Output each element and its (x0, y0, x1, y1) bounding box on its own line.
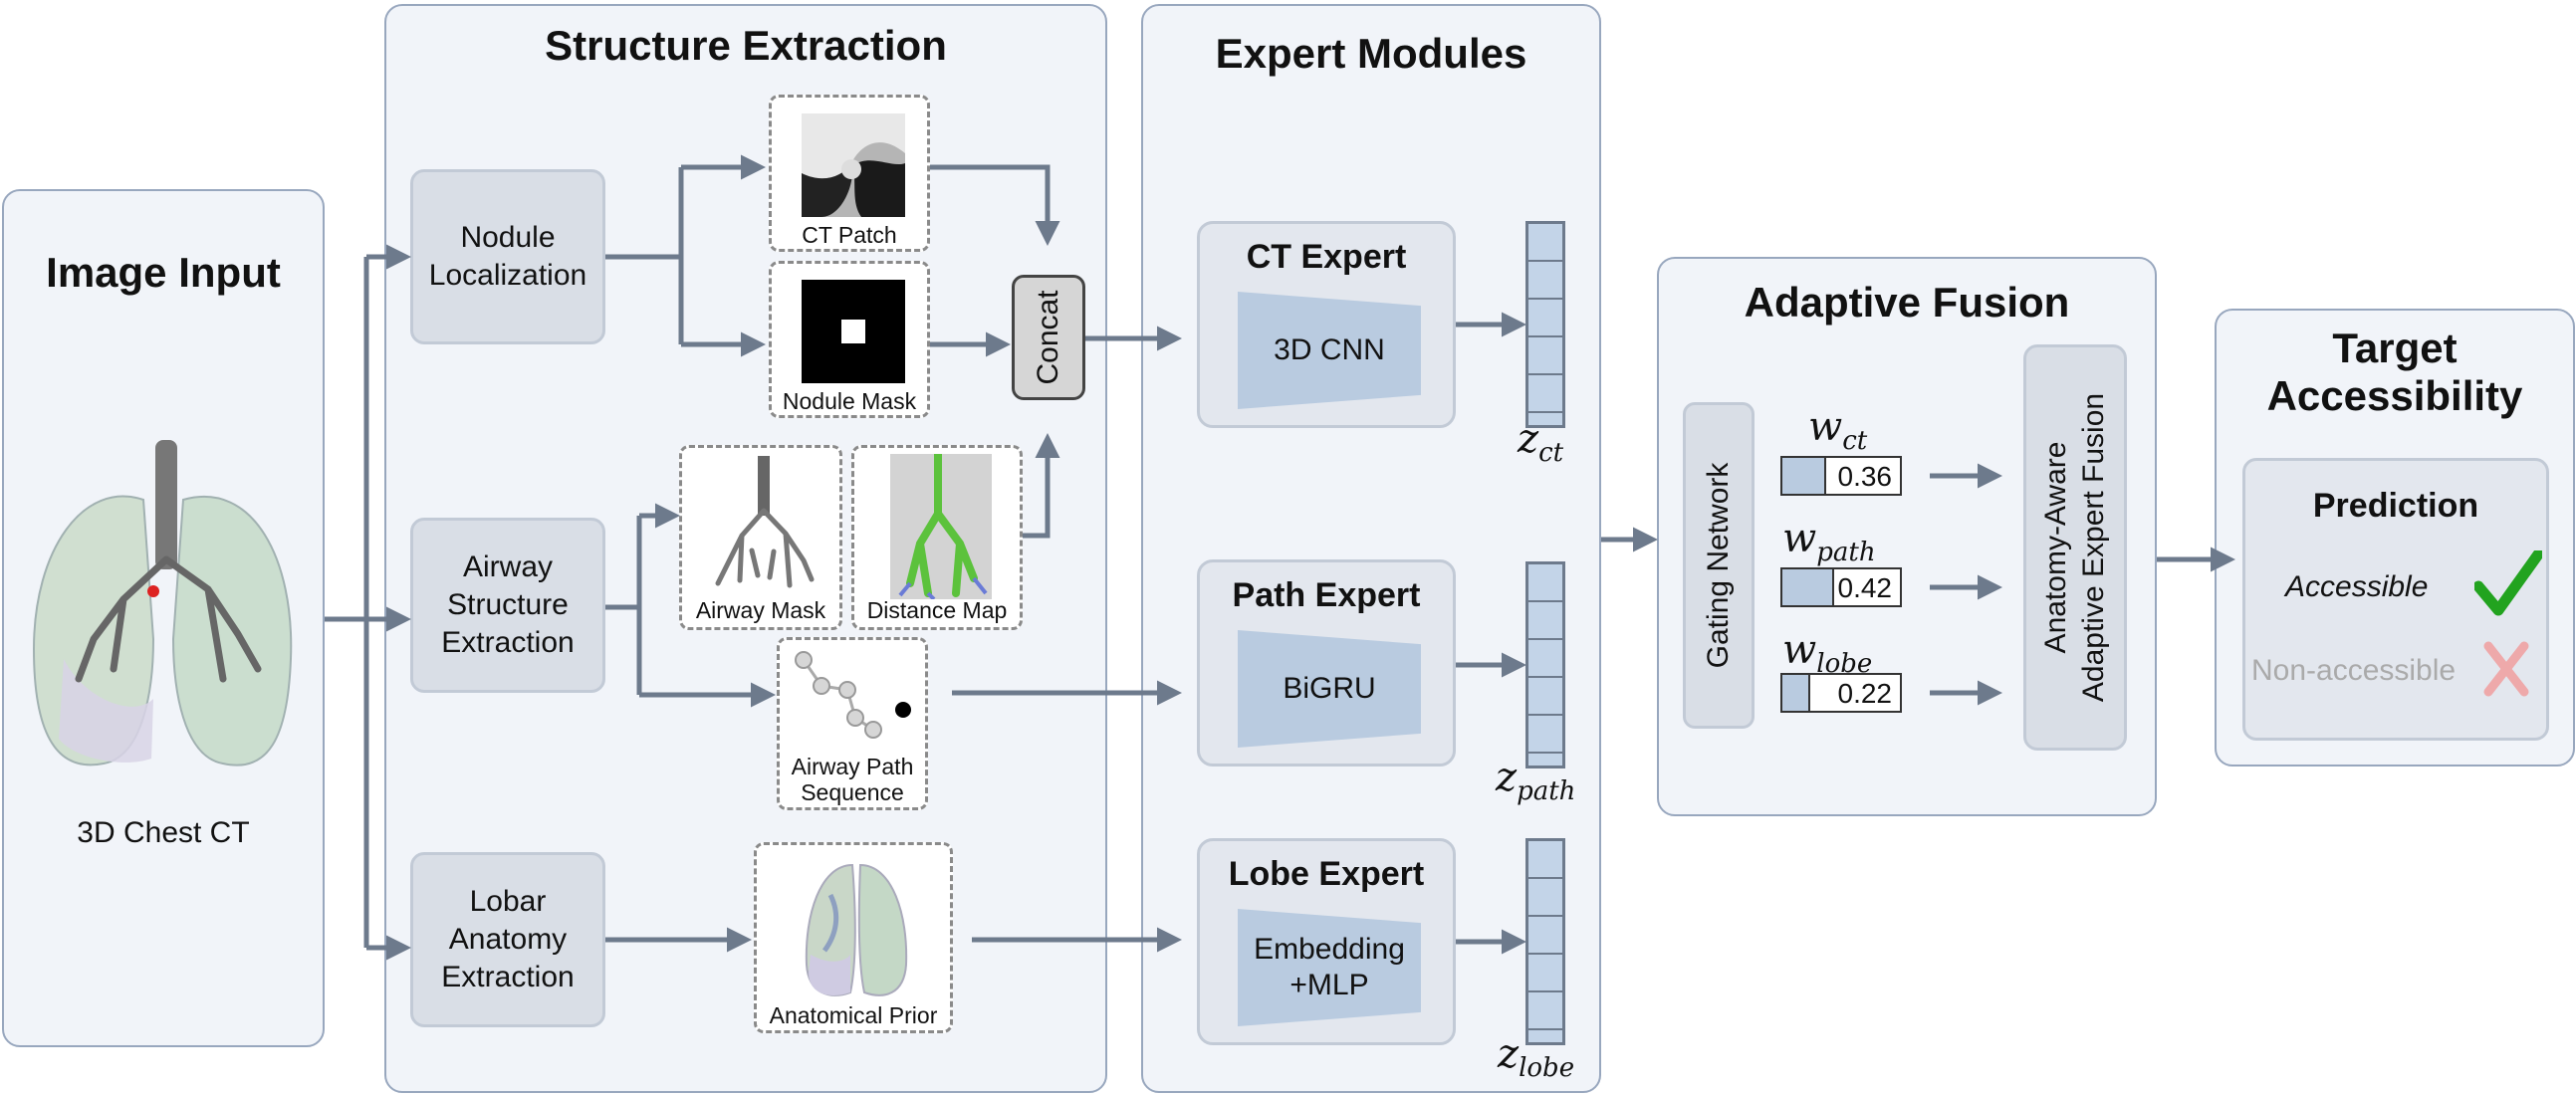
distance-map-image (890, 454, 992, 599)
airway-extraction-box: Airway Structure Extraction (410, 518, 605, 693)
expert-modules-title: Expert Modules (1215, 30, 1527, 77)
target-accessibility-title: Target Accessibility (2266, 325, 2523, 419)
distance-map-caption: Distance Map (866, 597, 1008, 623)
z-lobe-vector (1525, 838, 1565, 1045)
ct-patch-caption: CT Patch (802, 222, 897, 248)
adaptive-fusion-box: Anatomy-Aware Adaptive Expert Fusion (2023, 344, 2127, 751)
cross-icon (2483, 641, 2529, 697)
nodule-localization-box: Nodule Localization (410, 169, 605, 344)
structure-extraction-title: Structure Extraction (545, 22, 947, 69)
anatomical-prior-thumb: Anatomical Prior (754, 842, 953, 1033)
non-accessible-label: Non-accessible (2251, 654, 2457, 687)
accessible-label: Accessible (2285, 570, 2429, 603)
airway-path-thumb: Airway Path Sequence (777, 637, 928, 810)
w-path-value: 0.42 (1837, 572, 1893, 603)
lobe-expert-title: Lobe Expert (1228, 855, 1425, 893)
nodule-mask-caption: Nodule Mask (782, 388, 917, 414)
airway-mask-caption: Airway Mask (695, 597, 826, 623)
chest-ct-image (32, 440, 293, 767)
check-icon (2474, 550, 2542, 616)
airway-mask-image (715, 456, 815, 588)
ct-expert-title: CT Expert (1246, 238, 1407, 276)
prediction-box: Prediction Accessible Non-accessible (2242, 458, 2549, 741)
image-input-panel: Image Input 3D Chest CT (2, 189, 325, 1047)
anatomical-prior-image (805, 863, 908, 996)
w-lobe-bar: 0.22 (1780, 673, 1902, 713)
w-path-bar: 0.42 (1780, 567, 1902, 607)
distance-map-thumb: Distance Map (851, 445, 1023, 630)
w-ct-fill (1782, 458, 1827, 494)
image-input-title: Image Input (46, 249, 281, 296)
z-lobe-label: zlobe (1498, 1031, 1575, 1083)
z-path-vector (1525, 561, 1565, 768)
w-ct-label: wct (1808, 404, 1868, 456)
w-path-label: wpath (1782, 516, 1876, 567)
w-path-fill (1782, 569, 1834, 605)
z-ct-vector (1525, 221, 1565, 428)
lobar-extraction-box: Lobar Anatomy Extraction (410, 852, 605, 1027)
airway-path-caption: Airway Path Sequence (791, 754, 914, 805)
lobe-expert-box: Lobe Expert Embedding +MLP (1197, 838, 1456, 1045)
w-lobe-fill (1782, 675, 1810, 711)
ct-patch-thumb: CT Patch (769, 95, 930, 252)
lobe-expert-body: Embedding +MLP (1238, 909, 1421, 1026)
adaptive-fusion-title: Adaptive Fusion (1744, 279, 2070, 326)
airway-path-image (795, 651, 911, 739)
path-expert-box: Path Expert BiGRU (1197, 559, 1456, 767)
anatomical-prior-caption: Anatomical Prior (769, 1002, 938, 1028)
ct-expert-box: CT Expert 3D CNN (1197, 221, 1456, 428)
w-ct-value: 0.36 (1837, 461, 1893, 492)
chest-ct-caption: 3D Chest CT (77, 816, 250, 849)
nodule-mask-thumb: Nodule Mask (769, 261, 930, 418)
gating-network-box: Gating Network (1683, 402, 1755, 729)
w-ct-bar: 0.36 (1780, 456, 1902, 496)
path-expert-title: Path Expert (1232, 576, 1421, 614)
airway-mask-thumb: Airway Mask (679, 445, 842, 630)
nodule-mask-image (802, 280, 905, 383)
w-lobe-value: 0.22 (1837, 678, 1893, 709)
concat-box: Concat (1012, 275, 1085, 400)
ct-expert-body: 3D CNN (1238, 292, 1421, 409)
prediction-title: Prediction (2312, 487, 2479, 525)
ct-patch-image (802, 113, 905, 217)
z-path-label: zpath (1496, 755, 1576, 806)
z-ct-label: zct (1518, 416, 1564, 468)
path-expert-body: BiGRU (1238, 630, 1421, 748)
